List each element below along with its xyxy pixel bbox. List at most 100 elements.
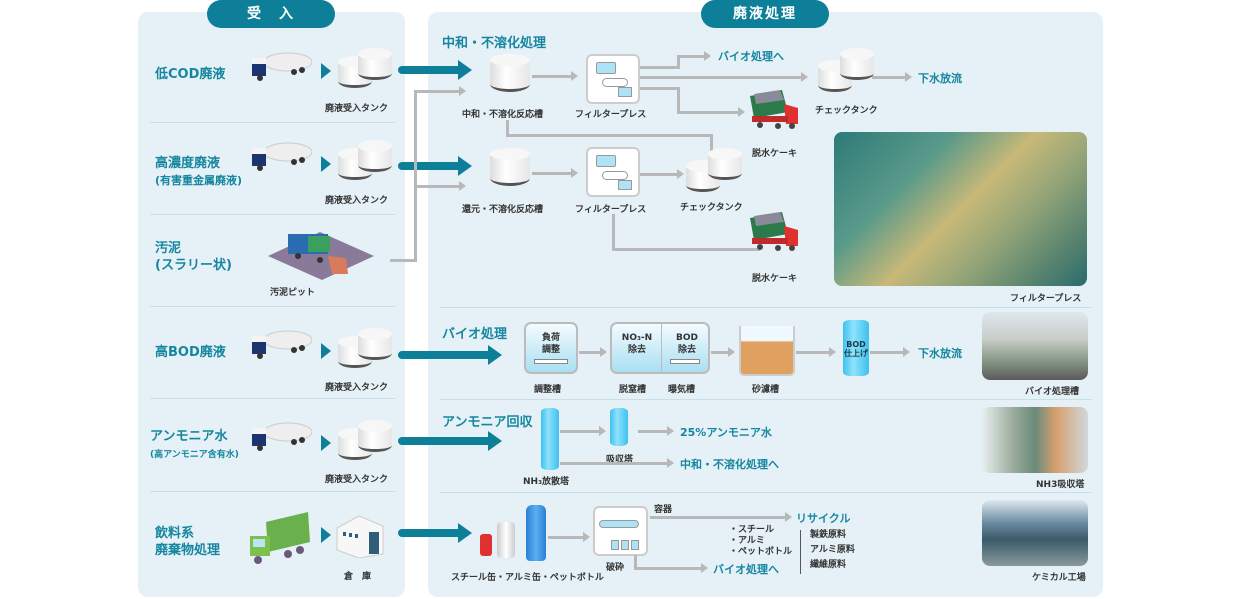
flow-line	[612, 248, 760, 251]
flow-arrow	[638, 426, 674, 436]
divider	[150, 122, 395, 123]
tanker-truck-icon	[252, 142, 312, 171]
check2-label: チェックタンク	[680, 203, 743, 213]
flow-arrow	[532, 168, 578, 178]
source-sludge: 汚泥(スラリー状)	[155, 241, 232, 273]
tank4-label: 砂濾槽	[752, 385, 780, 395]
ammonia-out1: 25%アンモニア水	[680, 426, 772, 439]
flow-arrow	[870, 347, 910, 357]
facility-label: 廃液受入タンク	[325, 196, 389, 206]
flow-line	[677, 55, 680, 69]
facility-label: 倉 庫	[344, 572, 372, 582]
receiving-tank-icon	[358, 420, 392, 452]
load-adjust-box: 負荷調整	[524, 322, 578, 374]
flow-arrow	[640, 169, 684, 179]
sludge-connector	[414, 90, 417, 262]
flow-arrow-icon	[321, 435, 331, 451]
source-beverage: 飲料系廃棄物処理	[155, 526, 221, 558]
neutral-title: 中和・不溶化処理	[442, 36, 547, 51]
main-flow-arrow	[398, 60, 472, 80]
flow-arrow-icon	[321, 63, 331, 79]
check1-label: チェックタンク	[815, 106, 878, 116]
reactor2-label: 還元・不溶化反応槽	[462, 205, 544, 215]
absorber-label: 吸収塔	[606, 455, 634, 465]
tanker-truck-icon	[252, 422, 312, 451]
flow-line	[634, 555, 637, 569]
flow-arrow	[560, 426, 606, 436]
reactor-tank-icon	[490, 148, 530, 186]
cake1-label: 脱水ケーキ	[752, 149, 798, 159]
facility-label: 汚泥ピット	[270, 288, 316, 298]
flow-line	[612, 214, 615, 250]
treatment-header: 廃液処理	[701, 0, 829, 28]
flow-line	[640, 66, 678, 69]
divider	[440, 492, 1092, 493]
photo-caption: ケミカル工場	[1032, 573, 1086, 583]
flow-arrow	[640, 72, 808, 82]
crusher-icon	[593, 506, 648, 556]
source-high-bod: 高BOD廃液	[155, 345, 226, 360]
dump-truck-icon	[750, 212, 798, 251]
ammonia-title: アンモニア回収	[442, 415, 533, 430]
sludge-pit-icon	[268, 232, 374, 280]
sludge-arrow-1	[414, 86, 466, 96]
chemical-plant-photo	[982, 500, 1088, 566]
flow-arrow-icon	[321, 343, 331, 359]
sludge-connector	[390, 259, 416, 262]
receiving-tank-icon	[358, 328, 392, 360]
cake2-label: 脱水ケーキ	[752, 274, 798, 284]
absorber-tower-icon	[610, 408, 628, 446]
reactor-tank-icon	[490, 54, 530, 92]
check-tank-icon	[708, 148, 742, 180]
filter-press-icon	[586, 54, 640, 104]
bio-sewer-label: 下水放流	[918, 347, 962, 360]
source-low-cod: 低COD廃液	[155, 67, 226, 82]
flow-arrow	[872, 72, 912, 82]
flow-arrow	[650, 512, 792, 522]
tank3-label: 曝気槽	[668, 385, 696, 395]
source-ammonia: アンモニア水(高アンモニア含有水)	[150, 429, 239, 460]
press1-label: フィルタープレス	[575, 110, 647, 120]
warehouse-icon	[336, 515, 384, 558]
flow-arrow	[677, 107, 745, 117]
facility-label: 廃液受入タンク	[325, 475, 389, 485]
main-flow-arrow	[398, 345, 502, 365]
crusher-label: 破砕	[606, 563, 625, 573]
photo-caption: バイオ処理槽	[1025, 387, 1080, 397]
tank1-label: 調整槽	[534, 385, 562, 395]
stripper-label: NH₃放散塔	[523, 477, 570, 487]
flow-arrow	[634, 563, 708, 573]
aluminum-can-icon	[497, 522, 515, 558]
to-bio-label: バイオ処理へ	[718, 50, 784, 63]
divider	[800, 530, 801, 574]
tank2-label: 脱窒槽	[619, 385, 647, 395]
nh3-absorber-photo	[982, 407, 1088, 473]
garbage-truck-icon	[250, 512, 310, 564]
flow-arrow	[677, 51, 711, 61]
bio-title: バイオ処理	[442, 327, 508, 342]
press2-label: フィルタープレス	[575, 205, 647, 215]
flow-arrow-icon	[321, 156, 331, 172]
filter-press-icon	[586, 147, 640, 197]
receiving-tank-icon	[358, 140, 392, 172]
main-flow-arrow	[398, 523, 472, 543]
stripper-tower-icon	[541, 408, 559, 470]
flow-arrow	[796, 347, 836, 357]
receiving-tank-icon	[358, 48, 392, 80]
divider	[150, 306, 395, 307]
recycle-label: リサイクル	[796, 512, 851, 525]
container-label: 容器	[654, 505, 673, 515]
flow-line	[710, 134, 713, 156]
flow-arrow	[560, 458, 674, 468]
source-high-conc: 高濃度廃液(有害重金属廃液)	[155, 156, 243, 187]
recycle-items: 製鉄原料アルミ原料繊維原料	[810, 530, 855, 570]
dump-truck-icon	[750, 90, 798, 129]
photo-caption: NH3吸収塔	[1036, 480, 1085, 490]
flow-line	[677, 87, 680, 113]
check-tank-icon	[840, 48, 874, 80]
sand-filter-icon	[739, 326, 795, 376]
flow-arrow	[711, 347, 735, 357]
divider	[440, 399, 1092, 400]
